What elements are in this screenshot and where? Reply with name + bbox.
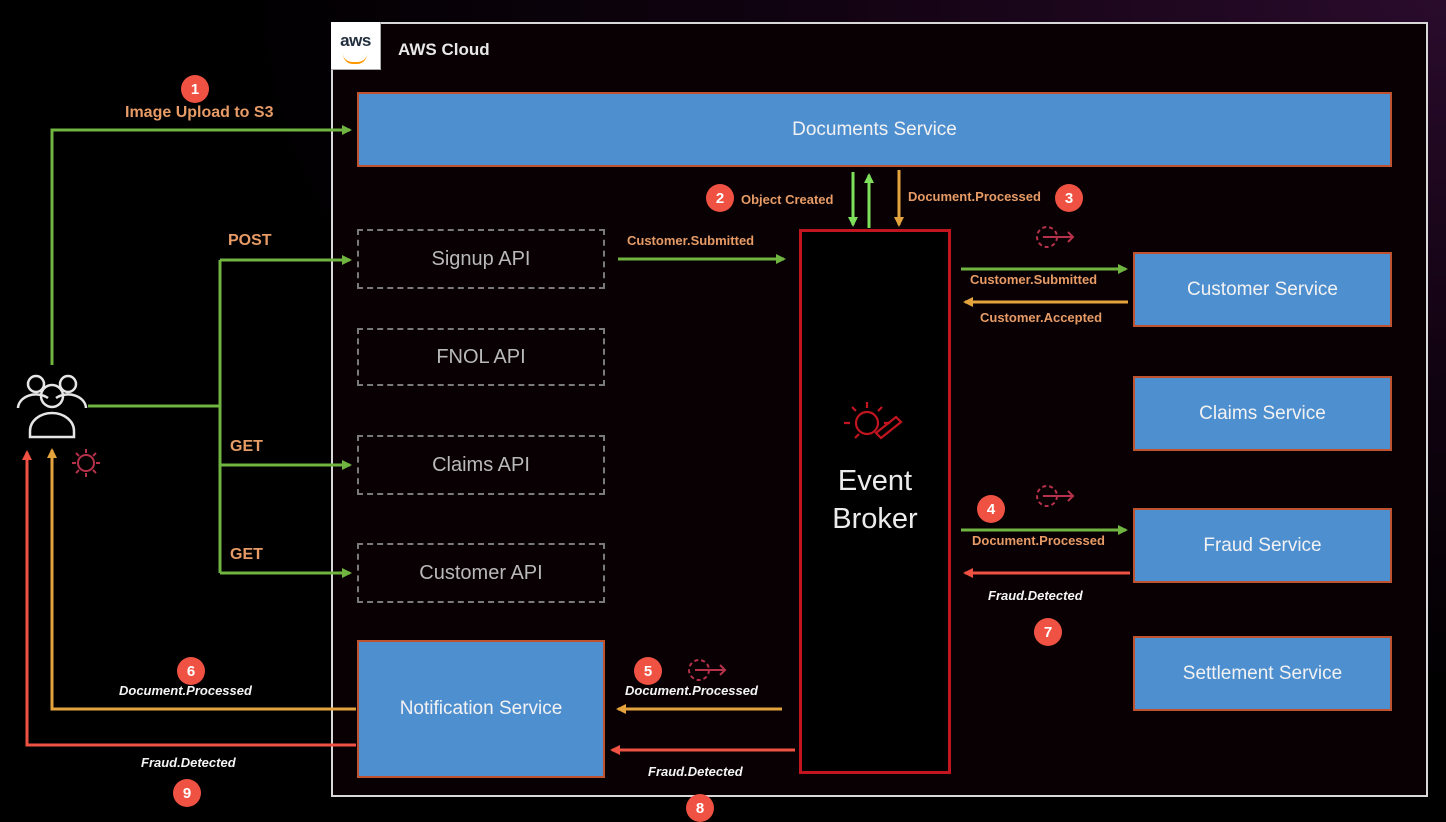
label-image-upload: Image Upload to S3 — [125, 104, 274, 121]
arrow-image-upload — [50, 125, 352, 365]
event-rule-icon-notification — [688, 659, 727, 681]
aws-logo: aws — [331, 22, 381, 70]
event-rule-icon-fraud — [1036, 485, 1075, 507]
step-badge-2: 2 — [706, 184, 734, 212]
step-badge-9: 9 — [173, 779, 201, 807]
step-badge-1: 1 — [181, 75, 209, 103]
label-document-processed-5: Document.Processed — [625, 683, 758, 698]
event-icon-broker — [844, 402, 903, 440]
label-document-processed-top: Document.Processed — [908, 189, 1041, 204]
event-icon — [72, 449, 100, 477]
label-fraud-detected-9: Fraud.Detected — [141, 755, 236, 770]
event-broker[interactable] — [799, 229, 951, 774]
step-badge-7: 7 — [1034, 618, 1062, 646]
claims-api[interactable]: Claims API — [357, 435, 605, 495]
event-broker-label: Event Broker — [832, 465, 918, 535]
step-badge-4: 4 — [977, 495, 1005, 523]
event-rule-icon-customer — [1036, 226, 1075, 248]
customer-service[interactable]: Customer Service — [1133, 252, 1392, 327]
label-post: POST — [228, 232, 272, 249]
step-badge-3: 3 — [1055, 184, 1083, 212]
label-get-customer: GET — [230, 546, 263, 563]
arrow-document-processed-to-user — [47, 448, 356, 711]
notification-service[interactable]: Notification Service — [357, 640, 605, 778]
arrow-fraud-detected-to-user — [22, 450, 356, 747]
label-document-processed-fraud: Document.Processed — [972, 533, 1105, 548]
fnol-api[interactable]: FNOL API — [357, 328, 605, 386]
aws-cloud-label: AWS Cloud — [398, 40, 490, 59]
label-fraud-detected-8: Fraud.Detected — [648, 764, 743, 779]
label-customer-submitted-service: Customer.Submitted — [970, 272, 1098, 287]
claims-service[interactable]: Claims Service — [1133, 376, 1392, 451]
signup-api[interactable]: Signup API — [357, 229, 605, 289]
step-badge-5: 5 — [634, 657, 662, 685]
label-fraud-detected-7: Fraud.Detected — [988, 588, 1083, 603]
settlement-service[interactable]: Settlement Service — [1133, 636, 1392, 711]
label-document-processed-6: Document.Processed — [119, 683, 252, 698]
label-customer-accepted: Customer.Accepted — [980, 310, 1103, 325]
step-badge-8: 8 — [686, 794, 714, 822]
users-icon — [16, 374, 88, 439]
label-object-created: Object Created — [741, 192, 834, 207]
label-get-claims: GET — [230, 438, 263, 455]
fraud-service[interactable]: Fraud Service — [1133, 508, 1392, 583]
label-customer-submitted-api: Customer.Submitted — [627, 233, 755, 248]
documents-service[interactable]: Documents Service — [357, 92, 1392, 167]
step-badge-6: 6 — [177, 657, 205, 685]
customer-api[interactable]: Customer API — [357, 543, 605, 603]
